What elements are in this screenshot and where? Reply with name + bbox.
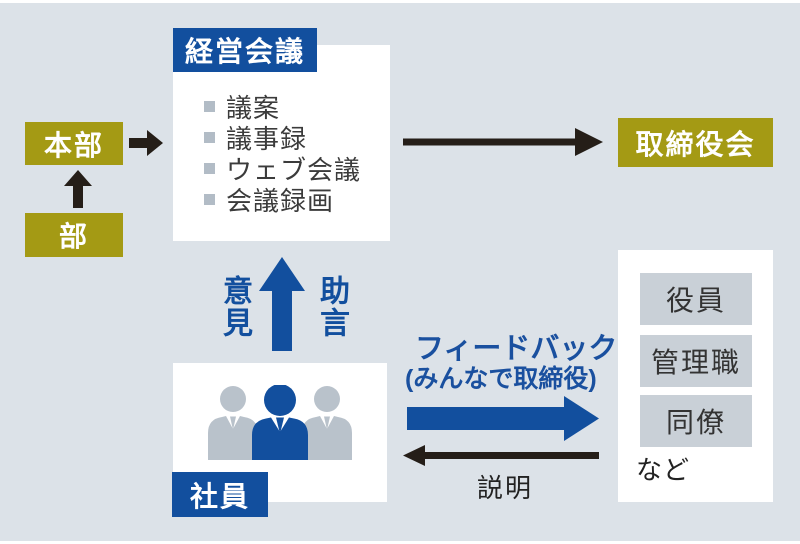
hq-label: 本部: [43, 129, 104, 161]
employees-group-icon: [208, 385, 352, 460]
colleagues-box: 同僚: [640, 395, 752, 447]
list-item-web-meeting: ウェブ会議: [204, 153, 362, 185]
hq-box: 本部: [25, 122, 123, 165]
officers-label: 役員: [665, 285, 726, 316]
dept-box: 部: [25, 213, 123, 257]
arrow-up-opinion-icon: [259, 257, 305, 351]
square-bullet-icon: [204, 163, 215, 174]
management-meeting-panel: [173, 45, 390, 241]
list-item-agenda: 議案: [204, 91, 361, 123]
board-box: 取締役会: [618, 118, 773, 167]
list-item-label: 議事録: [226, 124, 308, 154]
feedback-title: フィードバック: [415, 333, 618, 365]
list-item-label: 会議録画: [226, 186, 335, 216]
employee-gray-icon: [302, 386, 352, 460]
officers-box: 役員: [640, 273, 752, 325]
arrow-right-meeting-to-board-icon: [403, 128, 603, 156]
list-item-label: ウェブ会議: [226, 155, 362, 185]
opinion-label: 意見: [218, 275, 251, 339]
employee-gray-icon: [208, 386, 258, 460]
square-bullet-icon: [204, 132, 215, 143]
bottom-margin: [0, 541, 800, 544]
arrow-right-hq-to-meeting-icon: [129, 130, 163, 156]
explanation-label: 説明: [477, 473, 534, 503]
arrow-left-explanation-icon: [403, 445, 599, 466]
advice-label: 助言: [315, 275, 348, 339]
stakeholders-panel: 役員 管理職 同僚 など: [618, 250, 773, 502]
board-label: 取締役会: [635, 128, 756, 160]
square-bullet-icon: [204, 194, 215, 205]
square-bullet-icon: [204, 101, 215, 112]
arrow-up-dept-to-hq-icon: [64, 170, 92, 208]
management-meeting-title: 経営会議: [184, 36, 305, 67]
meeting-artifact-list: 議案 議事録 ウェブ会議 会議録画: [204, 91, 362, 216]
managers-label: 管理職: [650, 347, 741, 378]
list-item-minutes: 議事録: [204, 122, 361, 154]
employees-label: 社員: [189, 480, 250, 512]
list-item-label: 議案: [226, 93, 281, 123]
colleagues-label: 同僚: [665, 407, 726, 438]
arrow-right-feedback-icon: [407, 396, 599, 441]
feedback-subtitle: (みんなで取締役): [405, 365, 597, 393]
etc-label: など: [636, 455, 691, 485]
list-item-recording: 会議録画: [204, 184, 361, 216]
dept-label: 部: [58, 221, 89, 252]
managers-box: 管理職: [640, 335, 752, 387]
top-margin: [0, 0, 800, 3]
employees-box: 社員: [172, 472, 268, 517]
management-meeting-header: 経営会議: [173, 28, 317, 72]
employee-blue-icon: [252, 385, 308, 460]
